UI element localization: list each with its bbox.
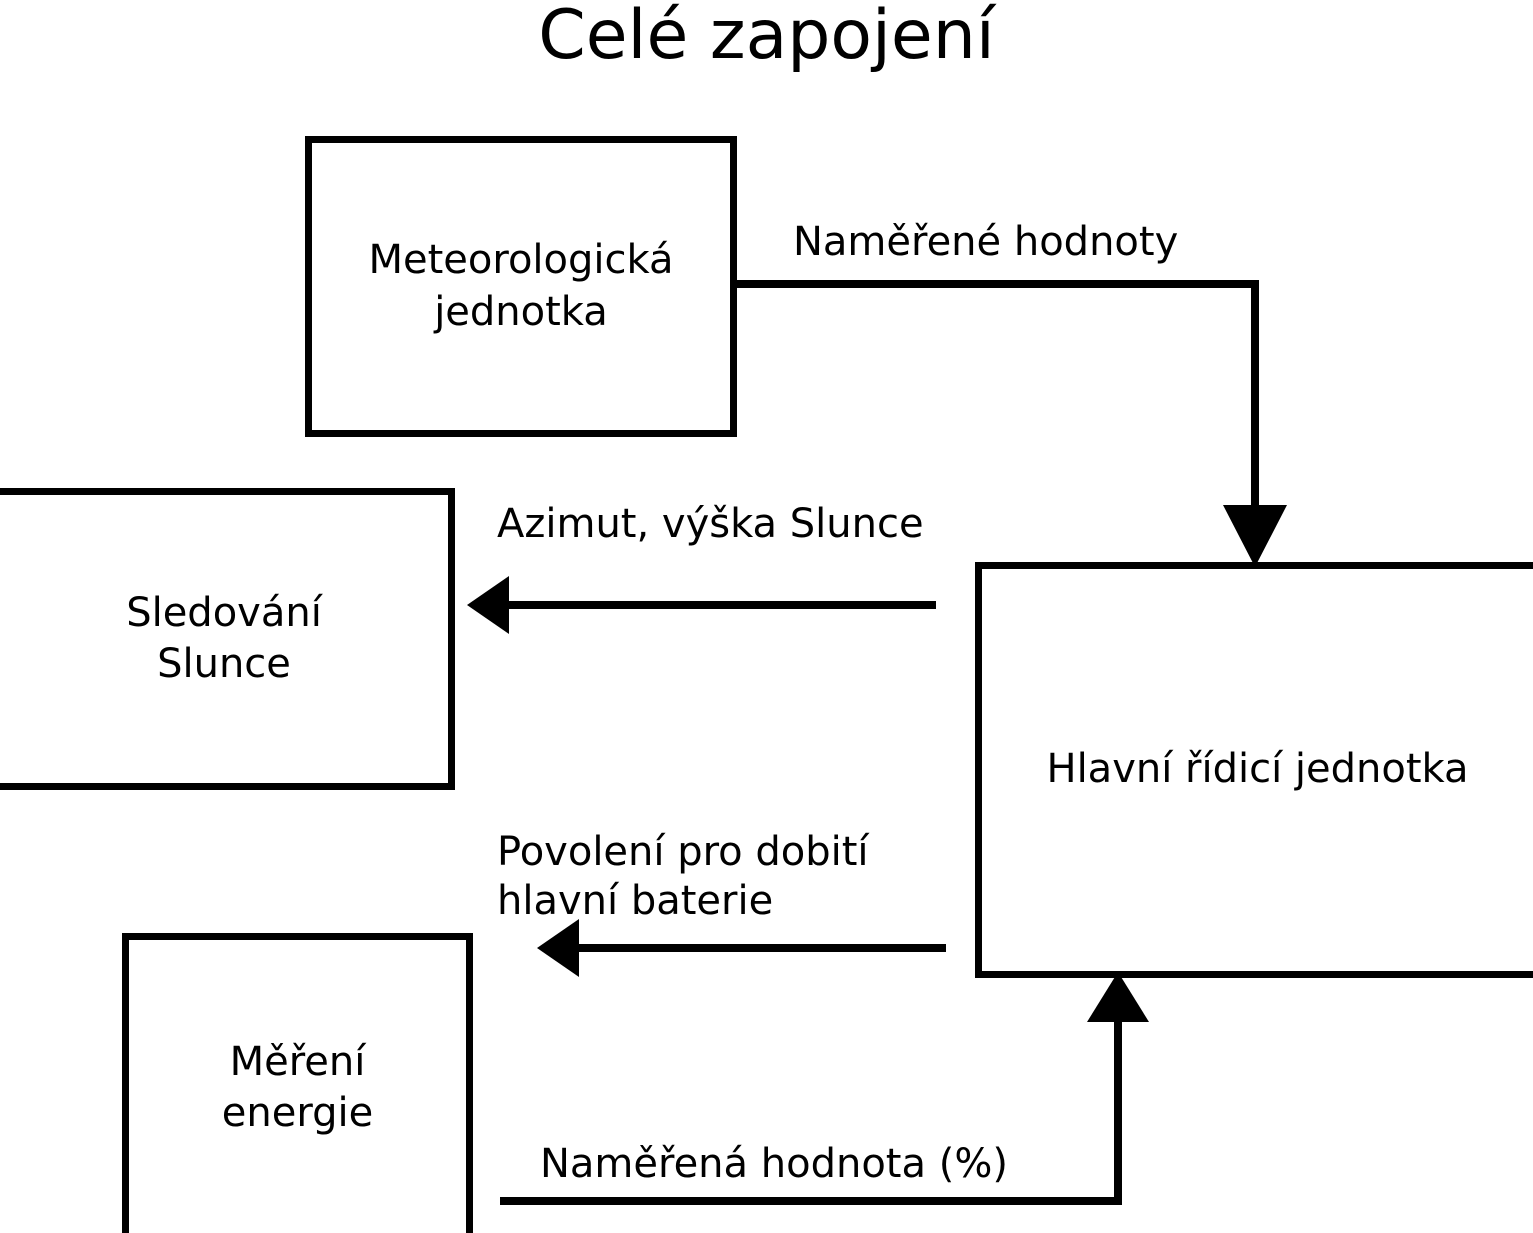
node-sledovani-slunce[interactable]: Sledování Slunce: [0, 488, 455, 790]
node-label: Sledování Slunce: [126, 589, 322, 687]
connector-charge-permit-horizontal: [570, 944, 946, 952]
node-label: Hlavní řídicí jednotka: [1046, 746, 1469, 793]
connector-measured-pct-vertical: [1114, 1010, 1122, 1202]
edge-label-measured-values: Naměřené hodnoty: [793, 219, 1179, 265]
edge-label-measured-pct: Naměřená hodnota (%): [540, 1141, 1008, 1187]
node-meteorologicka-jednotka[interactable]: Meteorologická jednotka: [305, 136, 737, 437]
arrowhead-left-icon: [537, 919, 579, 977]
node-mereni-energie[interactable]: Měření energie: [122, 933, 473, 1233]
connector-azimuth-horizontal: [500, 601, 936, 609]
node-label: Meteorologická jednotka: [368, 237, 674, 335]
edge-label-azimuth: Azimut, výška Slunce: [497, 501, 924, 547]
edge-label-charge-permit: Povolení pro dobití hlavní baterie: [497, 829, 869, 924]
node-label: Měření energie: [221, 1038, 374, 1136]
page-title: Celé zapojení: [538, 0, 995, 75]
node-hlavni-ridici-jednotka[interactable]: Hlavní řídicí jednotka: [975, 562, 1533, 978]
arrowhead-up-icon: [1087, 972, 1149, 1022]
connector-measured-pct-horizontal: [500, 1197, 1122, 1205]
arrowhead-down-icon: [1223, 505, 1287, 567]
connector-measured-values-horizontal: [735, 280, 1259, 288]
arrowhead-left-icon: [467, 576, 509, 634]
connector-measured-values-vertical: [1251, 280, 1259, 512]
